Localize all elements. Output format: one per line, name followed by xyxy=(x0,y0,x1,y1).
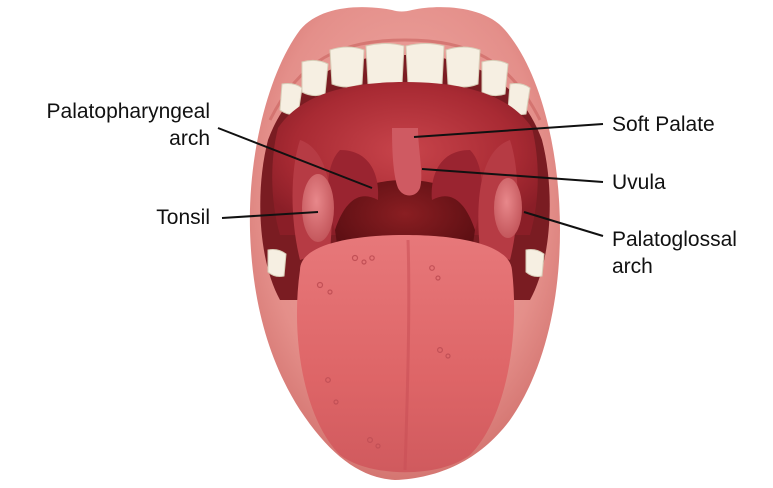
label-palatoglossal-line1: Palatoglossal xyxy=(612,226,737,253)
tonsil-right xyxy=(494,178,522,238)
label-tonsil: Tonsil xyxy=(120,204,210,231)
label-palatopharyngeal-line2: arch xyxy=(4,125,210,152)
label-palatopharyngeal-line1: Palatopharyngeal xyxy=(4,98,210,125)
label-palatoglossal-arch: Palatoglossal arch xyxy=(612,226,737,280)
label-palatopharyngeal-arch: Palatopharyngeal arch xyxy=(4,98,210,152)
label-soft-palate: Soft Palate xyxy=(612,111,715,138)
label-palatoglossal-line2: arch xyxy=(612,253,737,280)
label-uvula: Uvula xyxy=(612,169,666,196)
tonsil-left xyxy=(302,174,334,242)
